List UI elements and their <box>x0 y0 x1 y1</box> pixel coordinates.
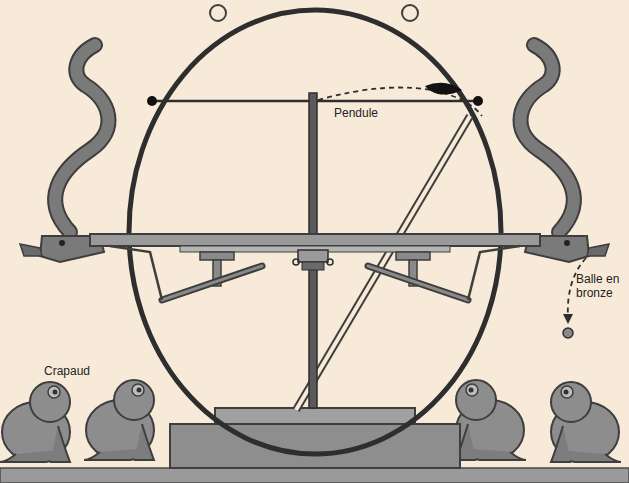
crank-link <box>468 246 520 300</box>
lid-knob <box>210 5 226 21</box>
platform <box>90 234 540 246</box>
joint <box>302 262 324 270</box>
crank-link <box>110 246 162 300</box>
lever <box>368 266 468 300</box>
lever <box>162 266 262 300</box>
pivot <box>293 259 299 265</box>
toad <box>456 380 526 460</box>
lid-knob <box>402 5 418 21</box>
toad <box>551 382 621 462</box>
pivot <box>327 259 333 265</box>
pedestal <box>170 424 460 468</box>
lever <box>368 266 468 300</box>
bar-end <box>147 96 157 106</box>
ball-label: Balle en bronze <box>576 272 626 300</box>
arrowhead <box>563 314 573 324</box>
toad-label: Crapaud <box>44 364 90 378</box>
bar-end <box>473 96 483 106</box>
bronze-ball <box>563 328 573 338</box>
dragon <box>520 45 609 262</box>
pendulum-inner <box>296 116 470 410</box>
floor <box>0 468 629 483</box>
falling-piece <box>425 83 462 95</box>
vessel <box>129 10 501 454</box>
pendulum-label: Pendule <box>332 106 380 120</box>
toad <box>0 382 70 462</box>
dragon <box>20 45 109 262</box>
hanger <box>200 252 234 260</box>
pedestal-top <box>215 408 415 424</box>
toad <box>84 380 154 460</box>
lever <box>162 266 262 300</box>
pendulum <box>296 116 470 410</box>
hanger <box>396 252 430 260</box>
joint <box>298 250 328 262</box>
